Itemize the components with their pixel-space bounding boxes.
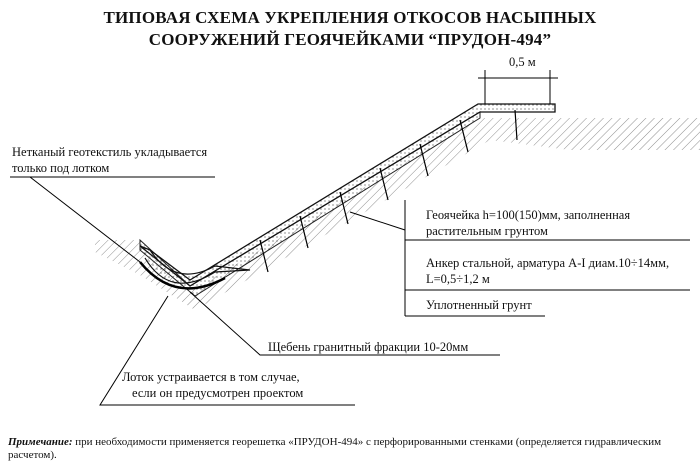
note-prefix: Примечание: xyxy=(8,436,73,448)
note: Примечание: при необходимости применяетс… xyxy=(8,436,696,462)
tray-label-2: если он предусмотрен проектом xyxy=(132,386,304,400)
dimension-line xyxy=(478,70,558,104)
note-text: при необходимости применяется георешетка… xyxy=(8,436,662,461)
anchors xyxy=(259,109,518,273)
geotextile-line xyxy=(139,261,226,290)
title-line-2: СООРУЖЕНИЙ ГЕОЯЧЕЙКАМИ “ПРУДОН-494” xyxy=(148,30,552,49)
geocell-label-2: растительным грунтом xyxy=(426,224,548,238)
leader-lines xyxy=(10,176,690,406)
dimension-label: 0,5 м xyxy=(509,55,536,69)
anchor-label-2: L=0,5÷1,2 м xyxy=(426,272,490,286)
soil-label: Уплотненный грунт xyxy=(426,298,532,312)
geotextile-label-2: только под лотком xyxy=(12,161,110,175)
geocell-label-1: Геоячейка h=100(150)мм, заполненная xyxy=(426,208,631,222)
tray xyxy=(144,249,251,284)
anchor-label-1: Анкер стальной, арматура А-I диам.10÷14м… xyxy=(426,256,670,270)
gravel-label: Щебень гранитный фракции 10-20мм xyxy=(268,340,469,354)
geotextile-label-1: Нетканый геотекстиль укладывается xyxy=(12,145,208,159)
title-line-1: ТИПОВАЯ СХЕМА УКРЕПЛЕНИЯ ОТКОСОВ НАСЫПНЫ… xyxy=(103,8,597,27)
tray-label-1: Лоток устраивается в том случае, xyxy=(122,370,300,384)
